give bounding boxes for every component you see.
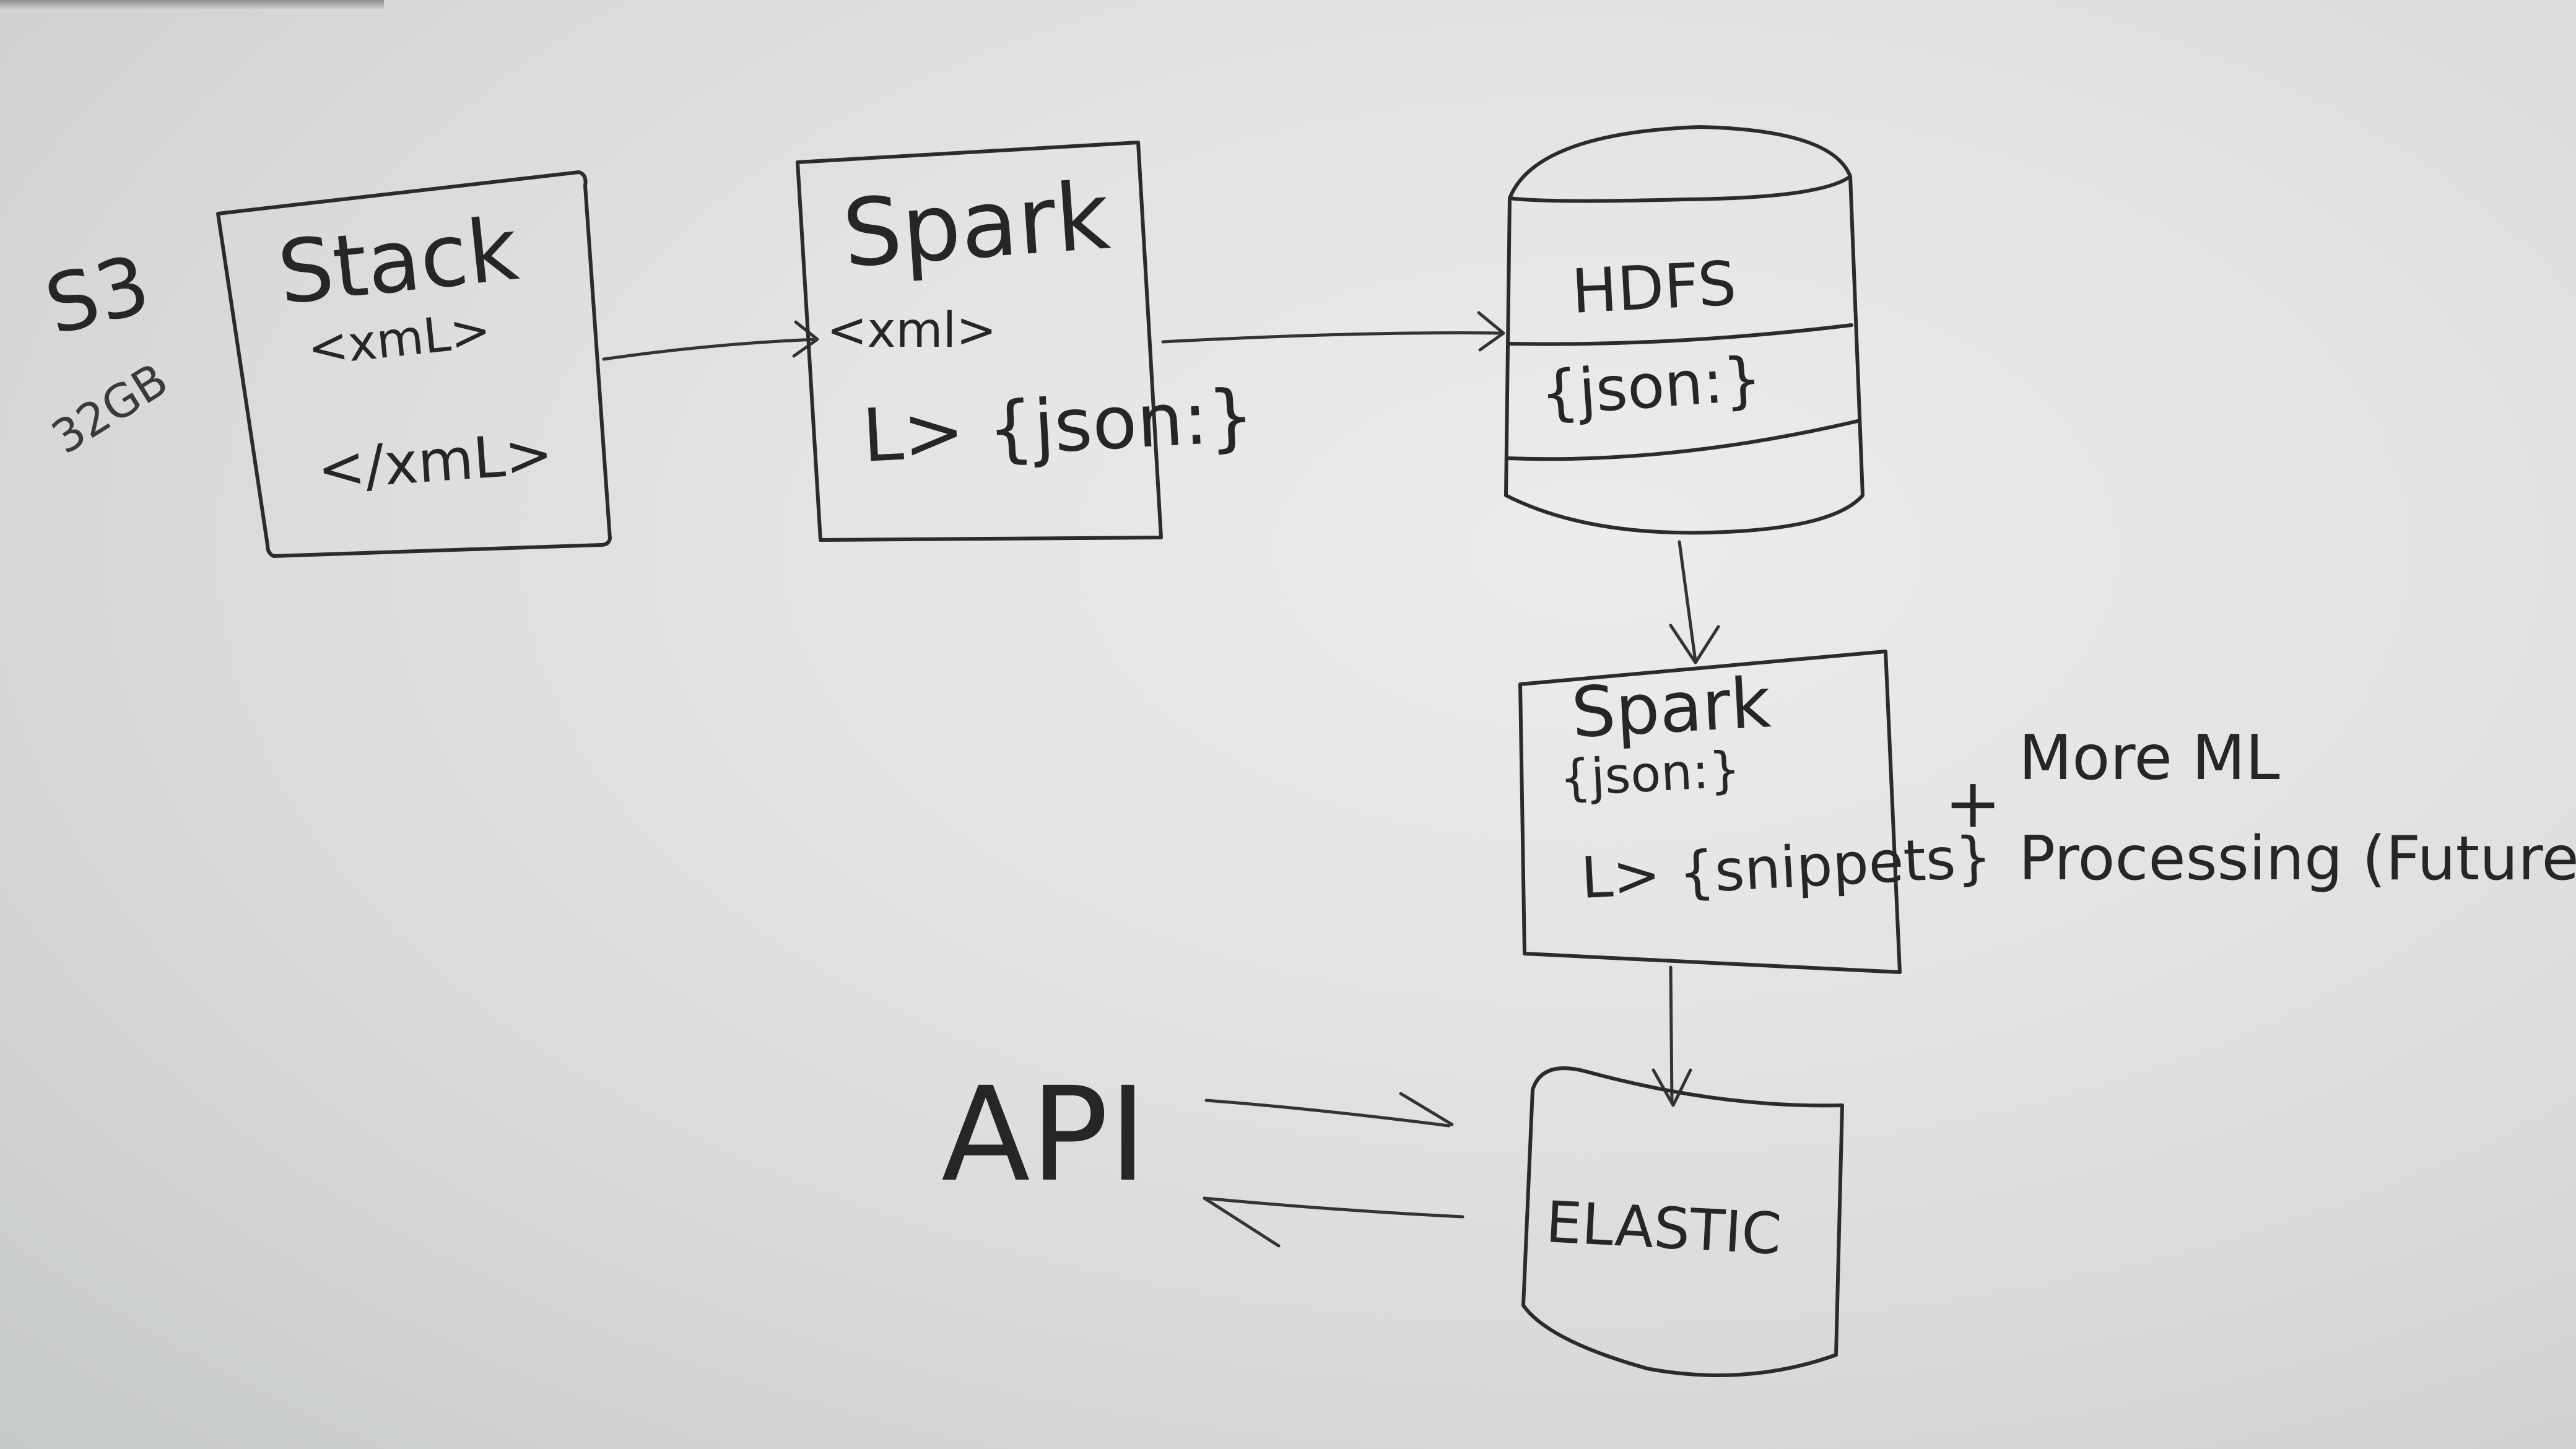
hdfs-title: HDFS (1570, 248, 1738, 328)
more-ml-label: More ML (2019, 721, 2280, 794)
stack-close-tag: </xmL> (315, 420, 555, 503)
api-node: API (941, 1059, 1147, 1211)
spark-2-title: Spark (1570, 663, 1773, 754)
spark-1-input: <xml> (827, 303, 997, 359)
spark-box-2-outline (1518, 650, 1902, 974)
api-label: API (941, 1059, 1147, 1211)
spark-1-output: L> {json:} (860, 373, 1256, 479)
plus-sign: + (1944, 764, 2001, 843)
arrow-hdfs-to-spark2 (1669, 540, 1720, 664)
s3-source: S3 32GB (37, 237, 177, 465)
stack-box: Stack <xmL> </xmL> (216, 170, 612, 558)
hdfs-band-2 (1505, 419, 1860, 461)
arrow-api-to-elastic (1204, 1092, 1454, 1128)
spark-box-2: Spark {json:} L> {snippets} (1518, 650, 1994, 974)
processing-future-label: Processing (Future) (2019, 824, 2576, 894)
elastic-title: ELASTIC (1544, 1189, 1783, 1268)
hdfs-content: {json:} (1538, 344, 1764, 430)
elastic-outline (1521, 1066, 1844, 1377)
hdfs-band-1 (1508, 323, 1853, 346)
future-ml-note: + More ML Processing (Future) (1944, 721, 2576, 894)
hdfs-database: HDFS {json:} (1504, 125, 1865, 535)
elastic-database: ELASTIC (1521, 1066, 1844, 1377)
s3-label: S3 (37, 237, 159, 353)
spark-2-input: {json:} (1558, 741, 1742, 807)
s3-size: 32GB (43, 353, 177, 464)
arrow-stack-to-spark (602, 320, 819, 361)
hdfs-body-outline (1504, 175, 1865, 535)
spark-1-title: Spark (839, 162, 1113, 289)
spark-box-1: Spark <xml> L> {json:} (796, 141, 1256, 542)
hdfs-top-ellipse (1508, 125, 1852, 203)
spark-2-output: L> {snippets} (1580, 824, 1994, 912)
arrow-spark2-to-elastic (1651, 965, 1692, 1107)
spark-box-1-outline (796, 141, 1163, 542)
arrow-spark-to-hdfs (1161, 311, 1505, 352)
whiteboard-frame (0, 0, 384, 9)
arrow-elastic-to-api (1203, 1196, 1464, 1248)
stack-title: Stack (274, 199, 523, 324)
stack-box-outline (216, 170, 612, 558)
